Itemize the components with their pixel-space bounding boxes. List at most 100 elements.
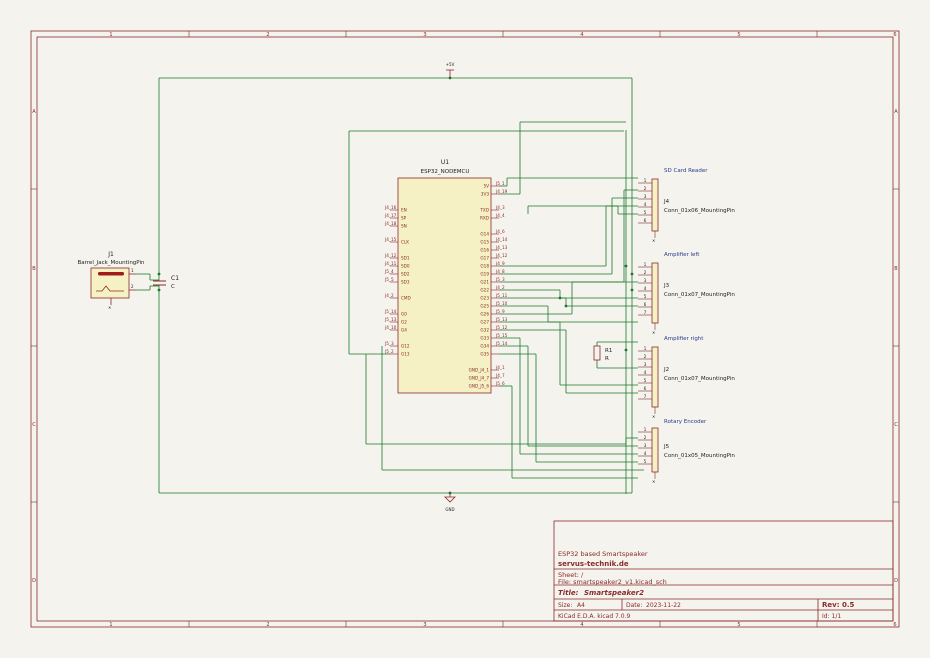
connector-pin-number: 1 (644, 346, 647, 351)
tb-date-label: Date: (626, 602, 642, 609)
frame-col-label: 5 (737, 622, 740, 628)
title-block (553, 520, 894, 622)
tb-title: Smartspeaker2 (584, 589, 644, 597)
connector-pin-number: 3 (644, 362, 647, 367)
connector-body (651, 346, 659, 408)
connector-body (651, 262, 659, 324)
connector-pin-number: 5 (644, 294, 647, 299)
connector-title: SD Card Reader (664, 168, 708, 174)
c1-ref: C1 (171, 275, 179, 282)
connector-ref: J2 (663, 367, 669, 373)
u1-net-label: J5_14 (384, 309, 397, 314)
u1-pin-name: G35 (480, 352, 489, 357)
u1-pin-name: CMD (401, 296, 411, 301)
tb-company: servus-technik.de (558, 560, 629, 568)
u1-net-label: J5_6 (495, 381, 505, 386)
frame-col-label: 1 (109, 622, 112, 628)
connector-pin-number: 6 (644, 218, 647, 223)
u1-net-label: J4_12 (495, 253, 508, 258)
j1-barrel-jack: J1 Barrel_Jack_MountingPin ✕ 1 2 (77, 251, 145, 310)
u1-pin-name: G34 (480, 344, 489, 349)
u1-pin-name: G2 (401, 320, 407, 325)
u1-net-label: J4_11 (384, 261, 397, 266)
u1-net-label: J4_19 (495, 189, 508, 194)
r1-body (593, 345, 601, 361)
connector-ref: J3 (663, 283, 670, 289)
junction-dot (157, 288, 161, 292)
frame-col-label: 3 (423, 622, 426, 628)
u1-pin-name: SD3 (401, 280, 410, 285)
gnd-label: GND (445, 507, 454, 512)
connector-pin-number: 7 (644, 310, 647, 315)
u1-pin-name: G27 (480, 320, 489, 325)
connectors: SD Card Reader123456✕J4Conn_01x06_Mounti… (638, 168, 735, 484)
u1-net-label: J4_15 (384, 237, 397, 242)
connector-pin-number: 4 (644, 451, 647, 456)
u1-net-label: J4_14 (495, 237, 508, 242)
connector-title: Amplifier left (664, 252, 700, 258)
connector-pin-number: 1 (644, 427, 647, 432)
frame-col-label: 4 (580, 622, 583, 628)
connector-pin-number: 5 (644, 210, 647, 215)
tb-title-label: Title: (558, 589, 579, 597)
tb-file: File: smartspeaker2_v1.kicad_sch (558, 578, 667, 586)
j1-pin-2: 2 (131, 284, 134, 289)
vcc-label: +5V (446, 62, 455, 67)
connector-value: Conn_01x07_MountingPin (664, 376, 735, 382)
u1-pin-name: EN (401, 208, 407, 213)
u1-esp32: U1 ESP32_NODEMCU (397, 159, 492, 394)
c1-value: C (171, 284, 175, 290)
u1-ref: U1 (441, 159, 449, 166)
frame-col-label: 2 (266, 622, 269, 628)
u1-pin-name: G21 (480, 280, 489, 285)
u1-pin-name: SP (401, 216, 407, 221)
frame-row-label: B (894, 266, 898, 272)
u1-pin-name: G22 (480, 288, 489, 293)
r1-resistor: R1 R (593, 345, 612, 362)
frame-row-label: B (32, 266, 36, 272)
u1-pin-name: G16 (480, 248, 489, 253)
r1-ref: R1 (605, 348, 612, 354)
connector-j3: Amplifier left1234567✕J3Conn_01x07_Mount… (638, 252, 735, 335)
connector-value: Conn_01x07_MountingPin (664, 292, 735, 298)
tb-date: 2023-11-22 (646, 602, 681, 609)
j1-no-connect: ✕ (108, 305, 111, 310)
u1-net-label: J4_3 (495, 205, 505, 210)
connector-pin-number: 3 (644, 194, 647, 199)
r1-value: R (605, 356, 609, 362)
frame-col-label: 6 (893, 622, 896, 628)
u1-net-label: J4_16 (384, 205, 397, 210)
gnd-symbol: GND (444, 493, 456, 512)
connector-pin-number: 5 (644, 378, 647, 383)
no-connect-icon: ✕ (652, 414, 655, 419)
u1-net-label: J5_12 (495, 325, 508, 330)
u1-net-label: J5_4 (384, 269, 394, 274)
u1-pin-name: G32 (480, 328, 489, 333)
u1-pin-name: G4 (401, 328, 407, 333)
u1-pin-name: G0 (401, 312, 407, 317)
u1-net-label: J5_5 (384, 277, 394, 282)
u1-net-label: J4_13 (495, 245, 508, 250)
tb-size-label: Size: (558, 602, 572, 609)
j1-ref: J1 (107, 251, 114, 258)
u1-pin-name: SD1 (401, 256, 410, 261)
tb-description: ESP32 based Smartspeaker (558, 550, 648, 558)
tb-rev-label: Rev: (822, 601, 840, 609)
junction-dot (630, 272, 634, 276)
u1-pin-name: GND_J4_7 (469, 376, 490, 381)
junction-dot (564, 304, 568, 308)
connector-pin-number: 1 (644, 178, 647, 183)
u1-net-label: J4_1 (495, 365, 505, 370)
connector-pin-number: 4 (644, 286, 647, 291)
u1-pins: ENJ4_16SPJ4_17SNJ4_18CLKJ4_15SD1J4_12SD0… (384, 181, 508, 389)
u1-net-label: J5_15 (495, 333, 508, 338)
u1-net-label: J5_1 (495, 181, 505, 186)
u1-net-label: J4_17 (384, 213, 397, 218)
j1-value: Barrel_Jack_MountingPin (77, 260, 145, 266)
connector-pin-number: 3 (644, 443, 647, 448)
frame-row-label: A (894, 109, 898, 115)
frame-row-label: C (894, 422, 898, 428)
j1-pin-1: 1 (131, 268, 134, 273)
u1-net-label: J4_12 (384, 253, 397, 258)
